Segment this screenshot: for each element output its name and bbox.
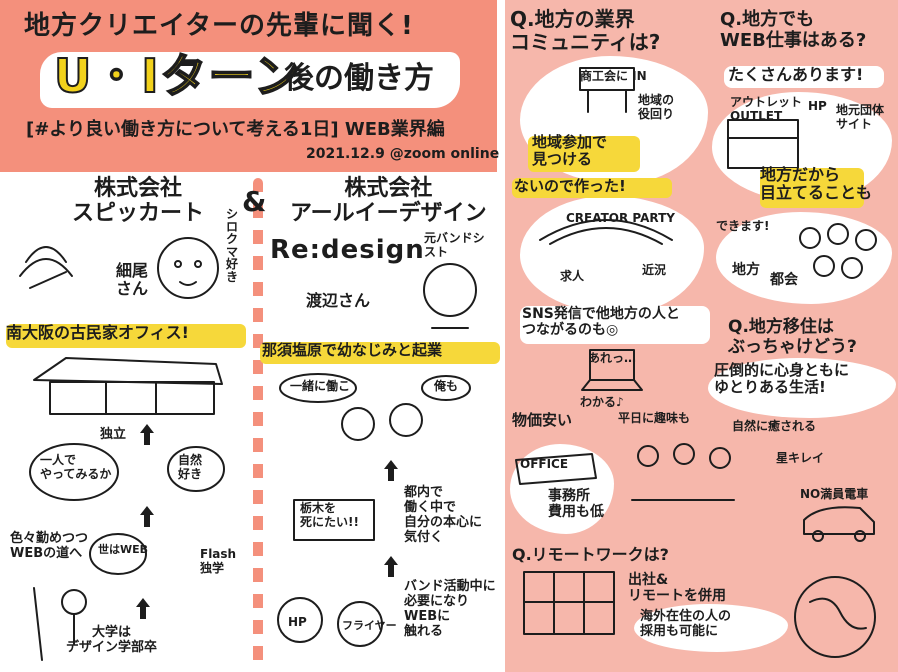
q1-answer: 地域参加で 見つける [532,133,608,169]
arrow-up-icon [384,460,398,482]
q1-sns: SNS発信で他地方の人と つながるのも◎ [522,306,680,339]
q3-densha: NO満員電車 [800,487,869,501]
arrow-up-icon [140,424,154,446]
left-step2: 色々勤めつつ WEBの道へ [10,531,89,561]
q1-party-banner: CREATOR PARTY [566,211,675,225]
q2-outlet: アウトレット OUTLET [730,95,803,123]
two-friends-icon [279,373,471,441]
highlight [6,324,246,348]
middle-flyer: フライヤー [342,619,397,632]
highlight [760,168,864,208]
people-relaxing-icon [631,443,735,501]
q2-medatsu: 地方だから 目立てることも [760,165,873,203]
crowd-faces-icon [799,223,877,279]
student-figure-icon [33,587,87,661]
middle-step1: バンド活動中に 必要になり WEBに 触れる [404,579,496,639]
arrow-up-icon [140,506,154,528]
middle-tag: 元バンドシスト [424,231,485,259]
arrow-up-icon [384,556,398,578]
q2-chiho: 地方 [732,262,760,278]
q2-dekimasu: できます! [716,219,770,233]
speech-bubble-icon [89,533,147,575]
protest-sign-icon [293,499,375,541]
q1-wakaru: わかる♪ [580,395,624,409]
main-title: U・Iターン [53,49,303,104]
globe-icon [794,576,876,658]
left-tag: シロクマ好き [226,207,239,284]
q3-bukka: 物価安い [512,411,573,429]
q2-site: 地元団体 サイト [836,103,885,131]
video-call-icon [523,571,615,635]
redesign-logo: Re:design [270,235,425,265]
arrow-up-icon [136,598,150,620]
left-bubble2: 自然 好き [178,453,203,481]
q1-question: Q.地方の業界 コミュニティは? [510,7,661,54]
q2-question: Q.地方でも WEB仕事はある? [720,9,867,51]
q1-sign-label: 商工会に IN [580,69,647,83]
column-divider [253,178,263,672]
q2-tokai: 都会 [770,272,798,288]
title-banner [40,52,460,108]
party-banner-icon [539,219,673,245]
middle-company-name: 株式会社 アールイーデザイン [290,176,487,227]
main-title-suffix: 後の働き方 [284,61,434,96]
left-bubble4: Flash 独学 [200,547,237,575]
left-office: 南大阪の古民家オフィス! [6,323,189,342]
hosoo-face-icon [157,237,219,299]
band-members-icon [277,597,383,647]
event-title: [#より良い働き方について考える1日] WEB業界編 [26,119,445,140]
q3-shizen: 自然に癒される [732,419,817,433]
left-step1: 大学は デザイン学部卒 [66,625,158,655]
q2-hp: HP [808,99,827,113]
left-independent: 独立 [100,427,127,442]
laptop-icon [581,349,643,391]
q2-compare-bubble [716,212,892,304]
left-person-name: 細尾 さん [116,261,149,299]
q4-answer-bubble [634,604,788,652]
q4-kaigai: 海外在住の人の 採用も可能に [640,609,732,639]
q1-answer-2: ないので作った! [514,177,626,195]
q3-answer: 圧倒的に心身ともに ゆとりある生活! [714,361,850,397]
middle-person-name: 渡辺さん [306,291,371,310]
thought-bubble-icon [167,446,225,492]
middle-founded: 那須塩原で幼なじみと起業 [262,341,443,359]
ampersand: & [242,185,267,218]
q1-local-role: 地域の 役回り [638,93,675,121]
q1-are: あれっ… [588,351,637,365]
q1-party-bubble [520,196,704,314]
q3-jimusho: 事務所 費用も低 [548,488,604,521]
middle-sign: 栃木を 死にたい!! [300,501,359,529]
q4-question: Q.リモートワークは? [512,545,669,564]
q3-office: OFFICE [520,457,569,471]
q3-answer-bubble [708,358,896,418]
shop-sign-icon [579,67,635,113]
left-bubble3: 世はWEB [98,543,149,556]
highlight [260,342,500,364]
middle-bubble1: 一緒に働こ [290,379,351,393]
highlight [520,306,710,344]
q1-kinkyo: 近況 [642,263,667,277]
q1-kyujin: 求人 [560,269,585,283]
watanabe-face-icon [423,263,477,329]
old-house-icon [33,357,223,415]
q2-answer: たくさんあります! [728,65,864,84]
event-date: 2021.12.9 @zoom online [306,146,500,162]
q3-question: Q.地方移住は ぶっちゃけどう? [728,317,857,357]
office-sign-icon [515,453,597,485]
left-company-name: 株式会社 スピッカート [72,176,205,227]
q4-answer: 出社& リモートを併用 [628,572,726,605]
q3-hoshi: 星キレイ [776,451,825,465]
middle-bubble2: 俺も [434,379,459,393]
middle-step2: 都内で 働く中で 自分の本心に 気付く [404,485,483,545]
car-icon [803,506,875,542]
highlight [724,66,884,88]
highlight [512,178,672,198]
header-subtitle: 地方クリエイターの先輩に聞く! [24,11,414,41]
thought-bubble-icon [29,443,119,501]
spiccato-logo-icon [19,246,73,289]
middle-hp: HP [288,615,307,629]
left-bubble1: 一人で やってみるか [40,453,112,481]
q3-heijitsu: 平日に趣味も [618,411,691,425]
highlight [528,136,640,172]
